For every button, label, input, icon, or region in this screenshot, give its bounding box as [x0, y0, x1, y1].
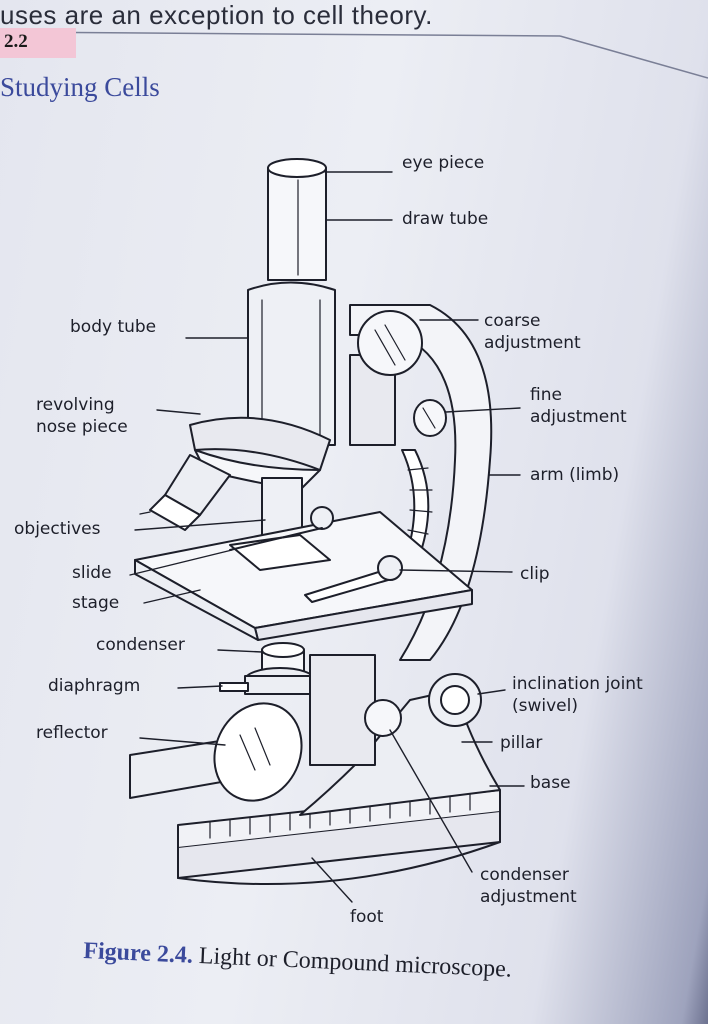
foot-part — [177, 789, 501, 886]
label-objectives: objectives — [14, 519, 101, 539]
label-arm: arm (limb) — [530, 465, 620, 485]
label-fine-adjustment: fine adjustment — [530, 385, 627, 428]
label-base: base — [530, 773, 571, 793]
reflector-part — [129, 702, 303, 802]
label-revolving-nose-piece: revolving nose piece — [36, 395, 128, 438]
label-condenser-adjustment: condenser adjustment — [480, 865, 577, 908]
figure-number: Figure 2.4. — [82, 938, 194, 969]
label-body-tube: body tube — [70, 317, 157, 337]
label-eye-piece: eye piece — [402, 153, 485, 173]
inclination-joint-part — [309, 654, 482, 766]
previous-paragraph-line: uses are an exception to cell theory. — [0, 0, 433, 30]
label-stage: stage — [72, 593, 120, 613]
label-clip: clip — [520, 564, 550, 584]
condenser-adjustment-knob — [364, 699, 402, 737]
stage-part — [134, 511, 473, 641]
section-rule — [0, 31, 708, 79]
label-draw-tube: draw tube — [402, 209, 489, 229]
section-title: Studying Cells — [0, 72, 160, 102]
fine-adjustment-knob — [413, 399, 447, 437]
label-inclination-joint: inclination joint (swivel) — [512, 674, 643, 717]
label-reflector: reflector — [36, 723, 108, 743]
body-tube-part — [247, 281, 336, 446]
leader-lines — [129, 171, 525, 903]
label-pillar: pillar — [500, 733, 543, 753]
section-number: 2.2 — [4, 31, 28, 52]
label-diaphragm: diaphragm — [48, 676, 141, 696]
section-number-badge — [0, 28, 76, 58]
label-coarse-adjustment: coarse adjustment — [484, 311, 581, 354]
label-slide: slide — [72, 563, 112, 583]
condenser-part — [219, 642, 316, 695]
clip-part — [229, 506, 403, 603]
label-foot: foot — [350, 907, 384, 927]
label-condenser: condenser — [96, 635, 185, 655]
coarse-adjustment-knob — [349, 310, 423, 446]
draw-tube-part — [267, 158, 327, 281]
